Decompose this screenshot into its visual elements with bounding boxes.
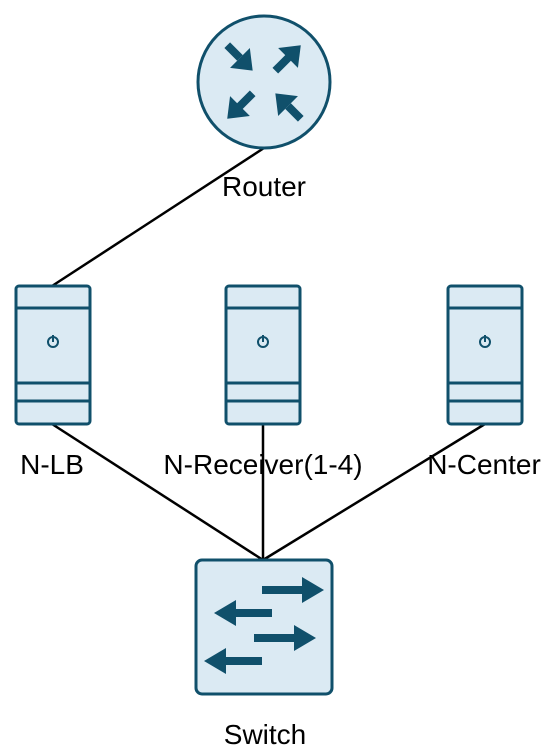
- edge-center-switch: [262, 422, 486, 562]
- lb-label: N-LB: [20, 449, 84, 480]
- edge-router-lb: [51, 146, 265, 288]
- server-icon: [224, 284, 302, 426]
- power-icon: [47, 335, 59, 348]
- power-icon: [257, 335, 269, 348]
- edge-lb-switch: [51, 422, 264, 562]
- receiver-label: N-Receiver(1-4): [163, 449, 362, 480]
- router-node: Router: [196, 14, 332, 202]
- server-icon: [14, 284, 92, 426]
- switch-icon: [194, 558, 334, 696]
- center-label: N-Center: [427, 449, 541, 480]
- power-icon: [479, 335, 491, 348]
- switch-label: Switch: [224, 719, 306, 750]
- server-node-center: [446, 284, 524, 426]
- router-label: Router: [222, 171, 306, 202]
- edges: [51, 146, 486, 562]
- router-icon: [196, 14, 332, 150]
- server-node-lb: [14, 284, 92, 426]
- server-icon: [446, 284, 524, 426]
- server-node-receiver: [224, 284, 302, 426]
- switch-node: Switch: [194, 558, 334, 750]
